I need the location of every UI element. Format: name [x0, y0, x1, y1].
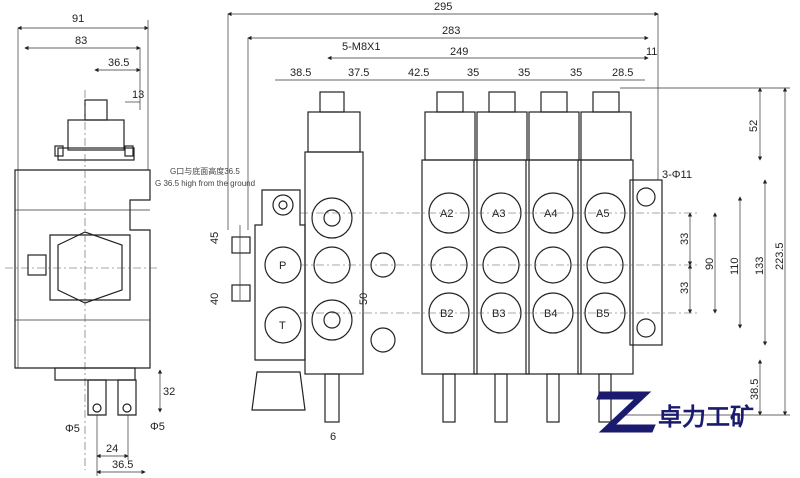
dim-hole-left: Φ5 [65, 423, 80, 435]
work-section-4: A5 B5 [577, 91, 634, 423]
dim-110: 110 [729, 257, 741, 275]
brand-logo: 卓力工矿 [596, 391, 754, 433]
dim-42-5: 42.5 [408, 67, 429, 79]
port-a2-label: A2 [440, 208, 453, 220]
main-view: 295 283 5-M8X1 249 11 38.5 37.5 42.5 35 … [155, 1, 790, 443]
port-t-label: T [279, 320, 286, 332]
dim-6: 6 [330, 431, 336, 443]
dim-90: 90 [704, 258, 716, 270]
dim-36-5-bottom: 36.5 [112, 459, 133, 471]
dim-91: 91 [72, 13, 84, 25]
dim-37-5: 37.5 [348, 67, 369, 79]
dim-35-b: 35 [518, 67, 530, 79]
port-p-label: P [279, 260, 286, 272]
dim-35-a: 35 [467, 67, 479, 79]
dim-hole-right: Φ5 [150, 421, 165, 433]
dim-28-5: 28.5 [612, 67, 633, 79]
dim-24: 24 [106, 443, 118, 455]
work-section-1: A2 B2 [421, 91, 478, 423]
port-a3-label: A3 [492, 208, 505, 220]
ground-note-cn: G口与底面高度36.5 [170, 166, 240, 176]
port-b5-label: B5 [596, 308, 609, 320]
side-view: 91 83 36.5 13 Φ5 Φ5 32 [5, 13, 175, 476]
dim-40: 40 [209, 293, 221, 305]
dim-283: 283 [442, 25, 460, 37]
dim-mount-holes: 3-Φ11 [662, 169, 692, 181]
dim-249: 249 [450, 46, 468, 58]
dim-38-5-bottom: 38.5 [749, 379, 761, 400]
dim-38-5: 38.5 [290, 67, 311, 79]
port-b3-label: B3 [492, 308, 505, 320]
dim-13: 13 [132, 89, 144, 101]
dim-32: 32 [163, 386, 175, 398]
dim-11-top: 11 [646, 46, 657, 58]
dim-45: 45 [209, 232, 221, 244]
dim-33-a: 33 [679, 233, 691, 245]
port-b4-label: B4 [544, 308, 557, 320]
dim-36-5-top: 36.5 [108, 57, 129, 69]
dim-50: 50 [358, 293, 370, 305]
port-a4-label: A4 [544, 208, 557, 220]
dim-295: 295 [434, 1, 452, 13]
dim-33-b: 33 [679, 282, 691, 294]
brand-name: 卓力工矿 [658, 403, 754, 431]
dim-35-c: 35 [570, 67, 582, 79]
work-section-2: A3 B3 [473, 91, 530, 423]
dim-133: 133 [754, 257, 766, 275]
port-b2-label: B2 [440, 308, 453, 320]
dim-223-5: 223.5 [774, 242, 786, 270]
z-logo-icon [596, 391, 656, 433]
work-section-3: A4 B4 [525, 91, 582, 423]
dim-52: 52 [748, 120, 760, 132]
port-a5-label: A5 [596, 208, 609, 220]
dim-83: 83 [75, 35, 87, 47]
dim-thread: 5-M8X1 [342, 41, 381, 53]
ground-note-en: G 36.5 high from the ground [155, 179, 255, 188]
